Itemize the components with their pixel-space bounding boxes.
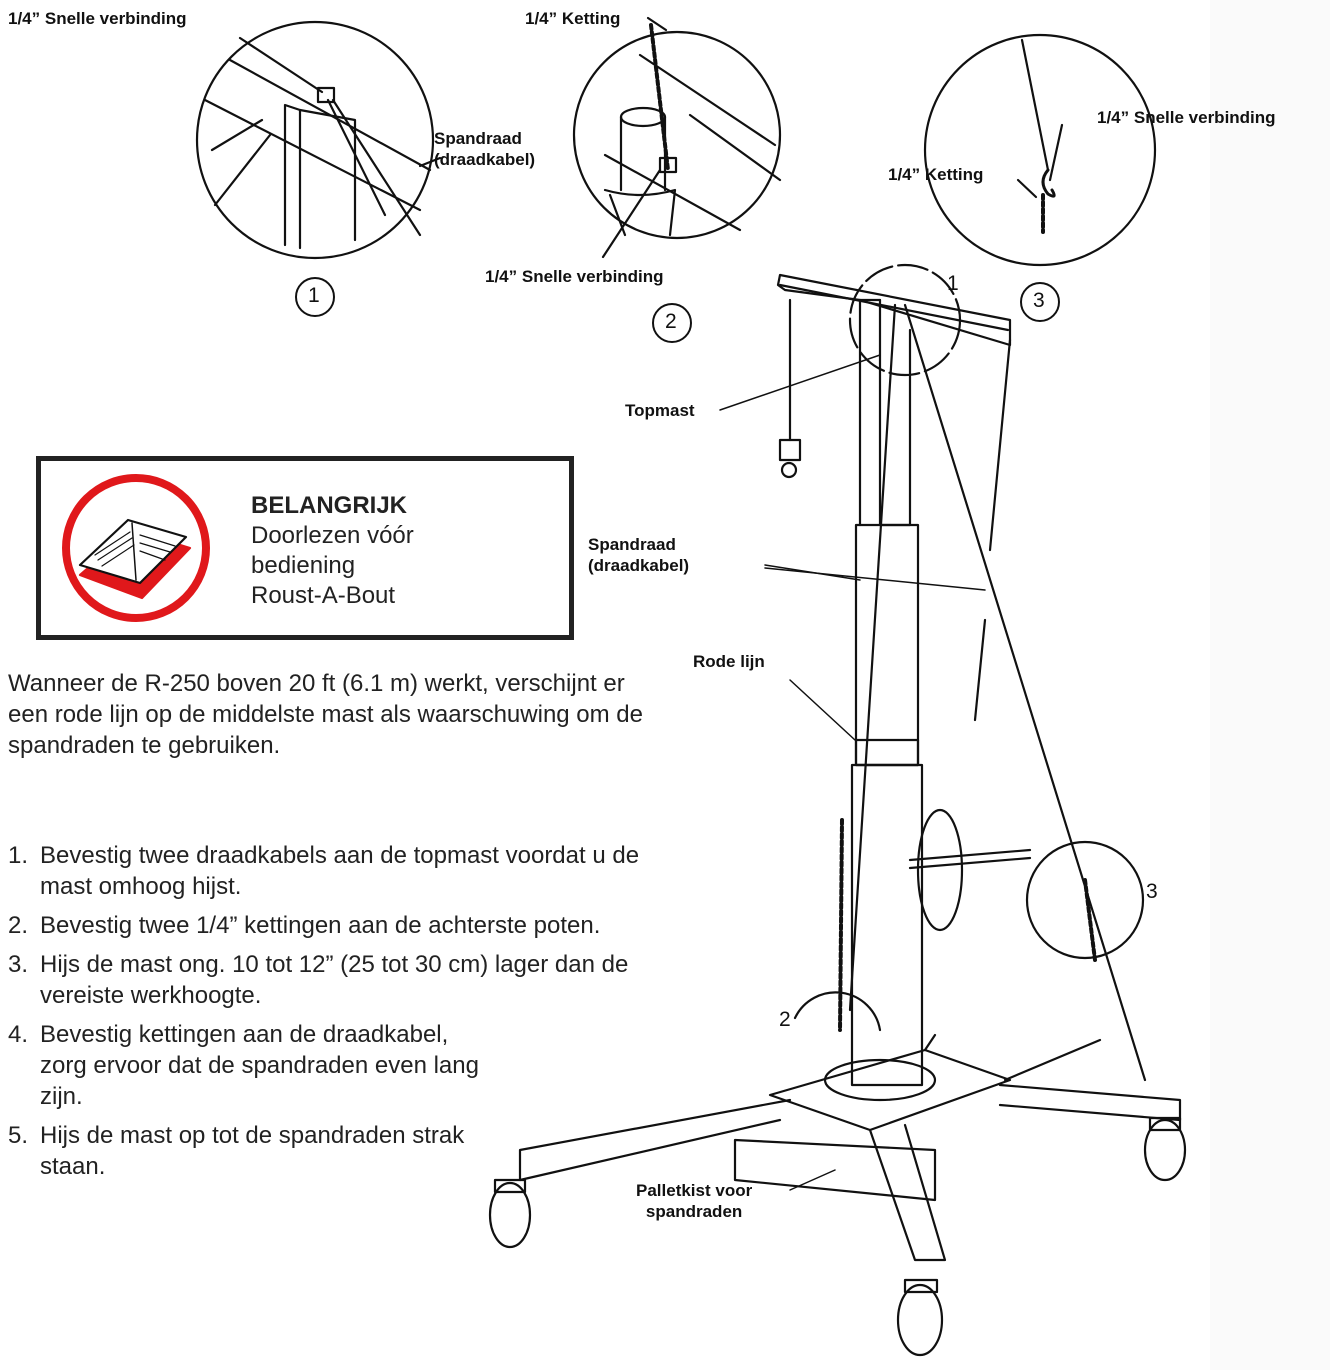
- main-detail-1-number: 1: [947, 272, 959, 295]
- detail-2-marker: [652, 303, 692, 343]
- detail-1-number: 1: [308, 284, 320, 307]
- detail-3-number: 3: [1033, 289, 1045, 312]
- read-manual-icon: [62, 474, 210, 622]
- page-margin: [1210, 0, 1330, 1370]
- notice-line-3: Roust-A-Bout: [251, 582, 396, 609]
- label-detail2-link: 1/4” Snelle verbinding: [485, 267, 664, 286]
- detail-2-number: 2: [665, 310, 677, 333]
- main-detail-2-number: 2: [779, 1008, 791, 1031]
- detail-3-marker: [1020, 282, 1060, 322]
- label-detail3-chain: 1/4” Ketting: [888, 165, 984, 184]
- step-item: 5.Hijs de mast op tot de spandraden stra…: [8, 1122, 465, 1180]
- label-detail3-link: 1/4” Snelle verbinding: [1097, 108, 1276, 127]
- instruction-steps: 1.Bevestig twee draadkabels aan de topma…: [8, 840, 648, 1190]
- label-topmast: Topmast: [625, 401, 695, 420]
- main-detail-3-number: 3: [1146, 880, 1158, 903]
- label-pallet-box: Palletkist voor spandraden: [636, 1181, 753, 1221]
- hoist-machine: [488, 263, 1187, 1357]
- notice-text: BELANGRIJK Doorlezen vóór bediening Rous…: [251, 491, 414, 611]
- label-detail1-wire: Spandraad (draadkabel): [434, 129, 536, 169]
- step-item: 4.Bevestig kettingen aan de draadkabel, …: [8, 1021, 479, 1110]
- leader-lines: [719, 354, 986, 1191]
- label-detail2-chain: 1/4” Ketting: [525, 9, 621, 28]
- notice-line-2: bediening: [251, 552, 356, 579]
- notice-line-1: Doorlezen vóór: [251, 522, 414, 549]
- important-notice: BELANGRIJK Doorlezen vóór bediening Rous…: [36, 456, 574, 640]
- label-guy-wire: Spandraad (draadkabel): [588, 535, 690, 575]
- step-item: 2.Bevestig twee 1/4” kettingen aan de ac…: [8, 912, 601, 939]
- step-item: 3.Hijs de mast ong. 10 tot 12” (25 tot 3…: [8, 951, 629, 1009]
- label-detail1-link: 1/4” Snelle verbinding: [8, 9, 187, 28]
- step-item: 1.Bevestig twee draadkabels aan de topma…: [8, 842, 640, 900]
- detail-1-marker: [295, 277, 335, 317]
- notice-heading: BELANGRIJK: [251, 492, 408, 519]
- label-red-line: Rode lijn: [693, 652, 765, 671]
- intro-paragraph: Wanneer de R-250 boven 20 ft (6.1 m) wer…: [8, 670, 644, 759]
- detail-3-illustration: [923, 33, 1157, 267]
- detail-2-illustration: [572, 16, 782, 259]
- detail-1-illustration: [195, 20, 442, 260]
